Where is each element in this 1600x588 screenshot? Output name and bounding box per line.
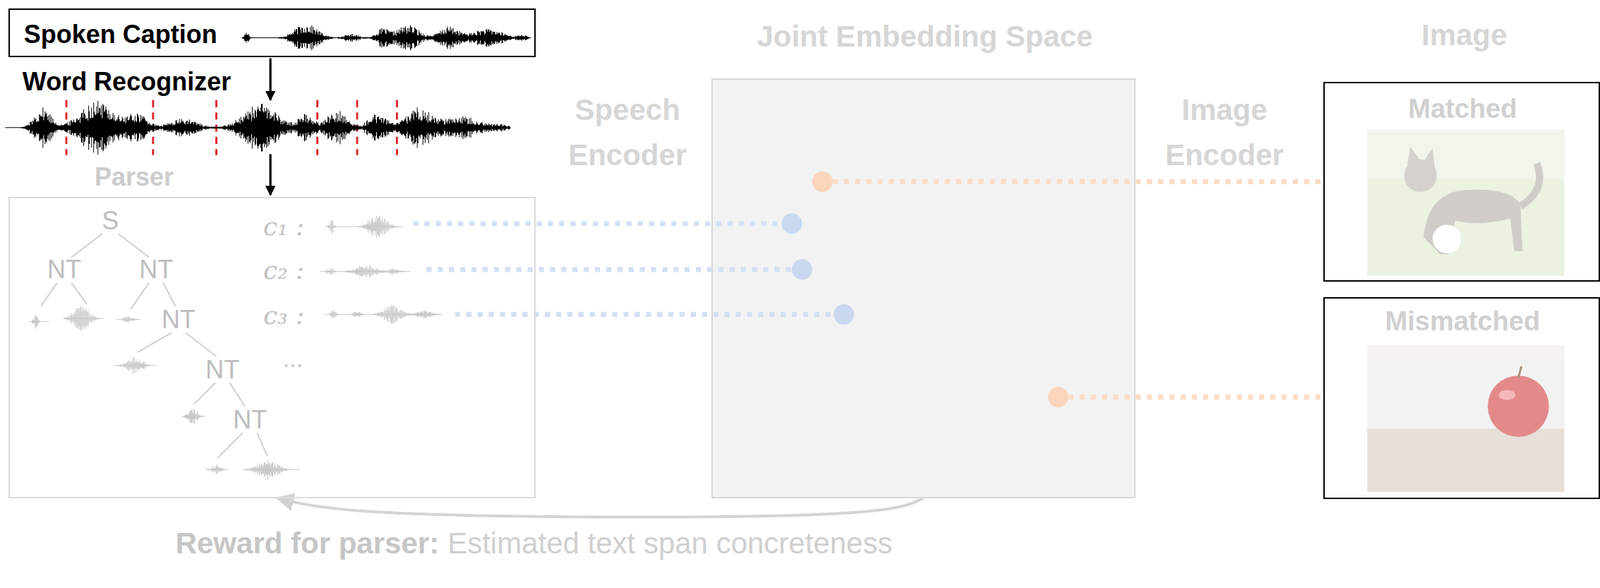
tree-branch — [40, 233, 268, 459]
panel-title: Matched — [1408, 93, 1517, 125]
waveforms — [4, 25, 531, 480]
reward-label: Reward for parser: — [175, 526, 439, 561]
speech-waveform — [324, 304, 444, 324]
parser-box: Parser — [8, 196, 536, 499]
encoder-label: Image Encoder — [1153, 87, 1296, 178]
tree-symbol: NT — [47, 254, 82, 284]
tree-symbol: NT — [161, 304, 196, 334]
image-embedding-point — [812, 171, 1069, 408]
box-title: Spoken Caption — [23, 19, 218, 49]
stage-label: Word Recognizer — [22, 67, 231, 96]
reward-arrow — [277, 498, 924, 518]
encoder-label: Speech Encoder — [556, 87, 699, 178]
span-label: c₂ : — [263, 255, 305, 285]
speech-waveform — [4, 100, 511, 155]
span-label: c₁ : — [263, 211, 305, 241]
tree-symbol: S — [101, 206, 119, 236]
column-heading: Image — [1421, 18, 1507, 53]
speech-waveform — [324, 215, 403, 238]
span-label: c₃ : — [263, 300, 305, 330]
panel-title: Mismatched — [1385, 306, 1541, 338]
speech-waveform — [116, 315, 142, 323]
speech-waveform — [242, 459, 300, 480]
image-panel: Matched — [1323, 81, 1600, 282]
speech-embedding-point — [781, 213, 854, 325]
speech-waveform — [114, 357, 158, 375]
flow-arrow — [269, 58, 272, 101]
tree-symbol: NT — [205, 355, 240, 384]
speech-waveform — [242, 25, 531, 51]
apple-photo — [1367, 345, 1565, 492]
tree-symbol: NT — [232, 405, 267, 435]
flow-arrow — [269, 153, 272, 195]
embedding-space: Joint Embedding Space — [711, 78, 1136, 498]
tree-symbol: NT — [139, 254, 173, 284]
cat-photo — [1367, 129, 1565, 276]
image-panel: Mismatched — [1323, 297, 1600, 499]
speech-waveform — [320, 265, 411, 278]
ellipsis: ... — [283, 345, 303, 373]
embedding-space-fill — [711, 78, 1136, 498]
speech-waveform — [63, 305, 105, 332]
box-heading: Joint Embedding Space — [756, 19, 1093, 54]
speech-waveform — [181, 408, 207, 425]
reward-description: Estimated text span concreteness — [447, 526, 893, 561]
box-heading: Parser — [94, 162, 174, 192]
speech-waveform — [206, 464, 229, 475]
caption-box: Spoken Caption — [8, 8, 536, 58]
speech-embedding-link — [413, 223, 835, 315]
image-embedding-link — [832, 181, 1323, 397]
speech-waveform — [28, 314, 49, 329]
